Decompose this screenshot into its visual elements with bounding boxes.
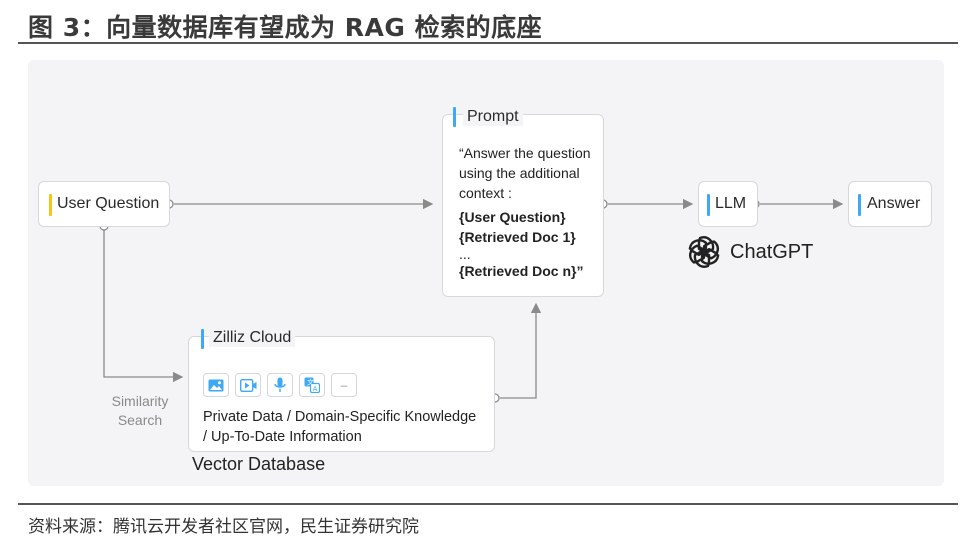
figure-title: 图 3：向量数据库有望成为 RAG 检索的底座 bbox=[28, 13, 543, 42]
similarity-search-label: Similarity Search bbox=[96, 392, 184, 430]
user-question-label: User Question bbox=[57, 195, 160, 212]
zilliz-description-line: Private Data / Domain-Specific Knowledge bbox=[203, 409, 477, 425]
zilliz-description: Private Data / Domain-Specific Knowledge… bbox=[203, 407, 476, 447]
user-question-node: User Question bbox=[38, 181, 170, 227]
video-icon bbox=[235, 373, 261, 397]
yellow-accent-bar bbox=[49, 194, 52, 216]
answer-node: Answer bbox=[848, 181, 932, 227]
prompt-label: Prompt bbox=[463, 108, 523, 126]
more-icon: – bbox=[331, 373, 357, 397]
similarity-search-line: Search bbox=[117, 412, 163, 428]
answer-label: Answer bbox=[867, 195, 921, 212]
llm-label: LLM bbox=[715, 195, 747, 212]
arrow-zilliz-to-prompt bbox=[500, 302, 542, 399]
prompt-line: context : bbox=[459, 185, 512, 201]
prompt-line: {User Question} bbox=[459, 209, 566, 225]
arrow-user-to-zilliz bbox=[103, 230, 184, 383]
vector-database-label: Vector Database bbox=[192, 454, 326, 474]
svg-text:A: A bbox=[313, 385, 318, 393]
llm-node: LLM bbox=[698, 181, 758, 227]
blue-accent-bar bbox=[707, 194, 710, 216]
chatgpt-label: ChatGPT bbox=[730, 240, 814, 263]
svg-text:文: 文 bbox=[307, 378, 314, 387]
prompt-line: “Answer the question bbox=[459, 145, 591, 161]
blue-accent-bar bbox=[858, 194, 861, 216]
image-icon bbox=[203, 373, 229, 397]
blue-accent-bar bbox=[201, 329, 204, 349]
similarity-search-line: Similarity bbox=[111, 393, 169, 409]
prompt-line: {Retrieved Doc 1} bbox=[459, 229, 576, 245]
microphone-icon bbox=[267, 373, 293, 397]
bottom-rule bbox=[18, 503, 958, 505]
zilliz-description-line: / Up-To-Date Information bbox=[203, 429, 362, 445]
chatgpt-brand: ChatGPT bbox=[686, 234, 813, 270]
openai-logo-icon bbox=[688, 236, 720, 268]
top-rule bbox=[18, 42, 958, 44]
zilliz-cloud-label: Zilliz Cloud bbox=[209, 329, 296, 347]
prompt-line: ... bbox=[459, 246, 471, 262]
prompt-template-text: “Answer the question using the additiona… bbox=[459, 143, 591, 281]
prompt-line: {Retrieved Doc n}” bbox=[459, 263, 584, 279]
prompt-node: Prompt “Answer the question using the ad… bbox=[442, 107, 604, 297]
blue-accent-bar bbox=[453, 107, 456, 127]
more-symbol: – bbox=[340, 378, 348, 392]
prompt-line: using the additional bbox=[459, 165, 580, 181]
source-note: 资料来源：腾讯云开发者社区官网，民生证券研究院 bbox=[28, 517, 419, 537]
